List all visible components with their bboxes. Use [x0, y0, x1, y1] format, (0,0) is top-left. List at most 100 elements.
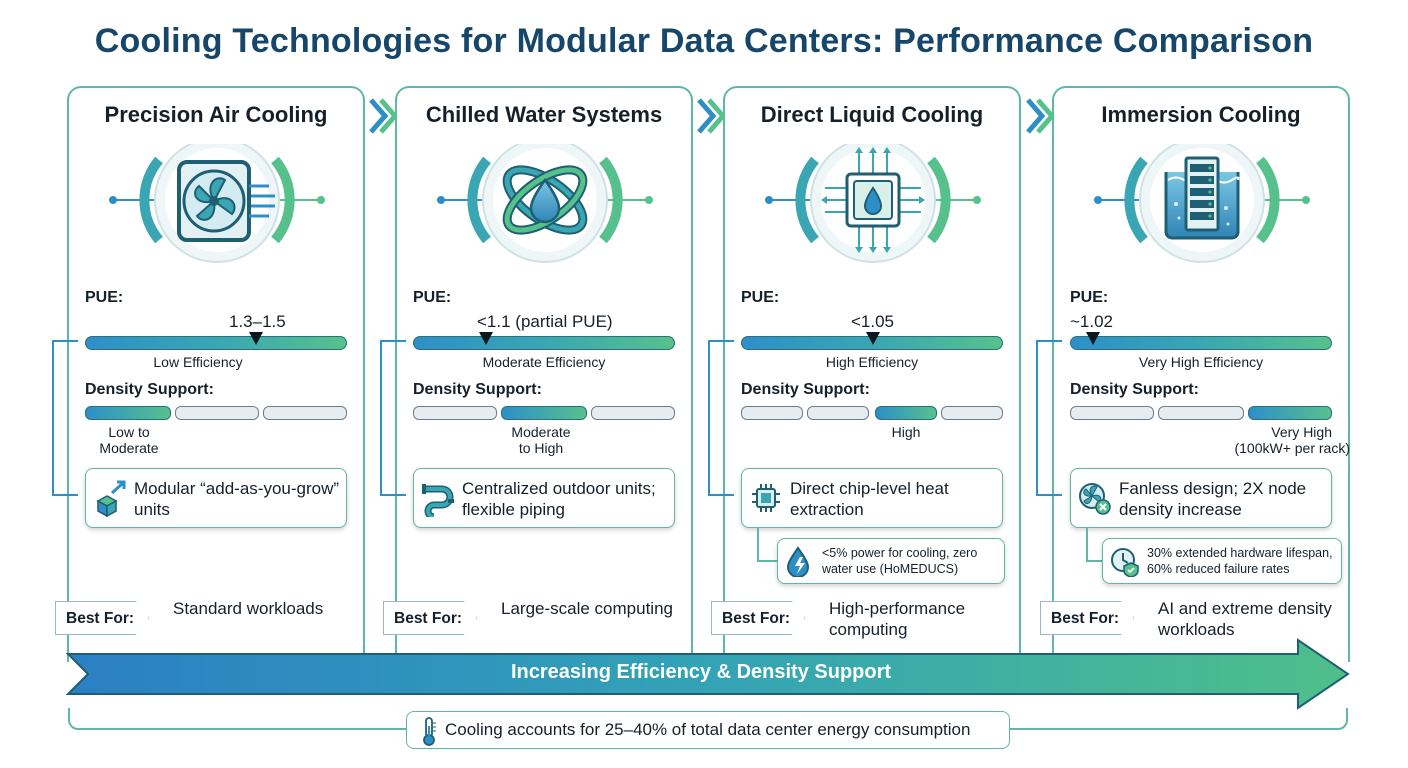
pue-value: <1.1 (partial PUE) — [477, 312, 613, 331]
feature-text: Direct chip-level heat extraction — [790, 479, 949, 519]
density-value-line-1: Low to — [108, 424, 150, 440]
fan-icon — [109, 144, 325, 263]
footer-note: Cooling accounts for 25–40% of total dat… — [406, 711, 1010, 749]
immersion-tank-icon — [1094, 144, 1310, 263]
sub-feature-card: <5% power for cooling, zero water use (H… — [777, 538, 1005, 584]
pue-label: PUE: — [85, 289, 124, 306]
density-value: High — [856, 424, 956, 440]
best-for-tag: Best For: — [383, 601, 477, 635]
density-value: Very High (100kW+ per rack) — [1206, 424, 1350, 456]
density-label: Density Support: — [85, 381, 214, 398]
sub-feature-connector — [1086, 528, 1102, 562]
pue-marker — [479, 332, 493, 345]
density-segment-2 — [1158, 406, 1244, 420]
density-value: Low to Moderate — [79, 424, 179, 456]
sub-feature-card: 30% extended hardware lifespan, 60% redu… — [1102, 538, 1342, 584]
density-segment-2 — [501, 406, 587, 420]
column-title: Immersion Cooling — [1101, 102, 1301, 127]
chevron-right-icon — [1026, 98, 1054, 134]
feature-text: Fanless design; 2X node density increase — [1119, 479, 1307, 519]
clock-shield-icon — [1111, 548, 1139, 577]
chevron-right-icon — [369, 98, 397, 134]
column-direct-liquid: Direct Liquid Cooling PUE: <1.05 High Ef… — [711, 86, 1021, 662]
pue-value: <1.05 — [851, 312, 895, 331]
modular-cubes-icon — [96, 480, 126, 517]
density-label: Density Support: — [741, 381, 870, 398]
density-segment-1 — [85, 406, 171, 420]
best-for-value: Large-scale computing — [501, 599, 673, 618]
density-segment-1 — [741, 406, 803, 420]
thermometer-icon — [423, 717, 436, 746]
best-for-tag: Best For: — [55, 601, 149, 635]
connector-column-3 — [708, 340, 734, 496]
piping-icon — [422, 484, 454, 517]
feature-text: Modular “add-as-you-grow” units — [134, 479, 340, 519]
best-for-label: Best For: — [394, 610, 463, 627]
connector-column-1 — [52, 340, 78, 496]
arrow-label: Increasing Efficiency & Density Support — [510, 661, 892, 683]
pue-label: PUE: — [741, 289, 780, 306]
density-segment-3 — [263, 406, 347, 420]
column-title: Precision Air Cooling — [104, 102, 328, 127]
column-chilled-water: Chilled Water Systems PUE: <1.1 (partial… — [383, 86, 693, 662]
best-for-tag: Best For: — [711, 601, 805, 635]
page-title: Cooling Technologies for Modular Data Ce… — [94, 22, 1314, 60]
density-segment-4 — [941, 406, 1003, 420]
chip-droplet-icon — [765, 144, 981, 263]
pue-label: PUE: — [1070, 289, 1109, 306]
connector-column-4 — [1036, 340, 1062, 496]
column-title: Chilled Water Systems — [425, 102, 663, 127]
best-for-label: Best For: — [722, 610, 791, 627]
feature-card: Direct chip-level heat extraction — [741, 468, 1003, 528]
density-value-line-2: to High — [518, 440, 564, 456]
density-value-line-1: High — [891, 424, 921, 440]
pue-marker — [249, 332, 263, 345]
pue-marker — [1086, 332, 1100, 345]
density-value-line-2: (100kW+ per rack) — [1234, 440, 1350, 456]
chevron-right-icon — [697, 98, 725, 134]
density-segment-3 — [591, 406, 675, 420]
pue-marker — [866, 332, 880, 345]
best-for-label: Best For: — [1051, 610, 1120, 627]
efficiency-label: High Efficiency — [825, 354, 919, 370]
best-for-value: AI and extreme density workloads — [1158, 599, 1332, 639]
footer-text: Cooling accounts for 25–40% of total dat… — [445, 720, 971, 739]
sub-feature-connector — [757, 528, 777, 562]
column-immersion: Immersion Cooling PUE: ~1.02 Very High E… — [1040, 86, 1350, 662]
density-value: Moderate to High — [491, 424, 591, 456]
efficiency-label: Very High Efficiency — [1138, 354, 1264, 370]
best-for-tag: Best For: — [1040, 601, 1134, 635]
chip-icon — [752, 484, 780, 512]
density-segment-2 — [175, 406, 259, 420]
density-label: Density Support: — [413, 381, 542, 398]
pue-label: PUE: — [413, 289, 452, 306]
sub-feature-text: 30% extended hardware lifespan, 60% redu… — [1147, 546, 1333, 576]
column-title: Direct Liquid Cooling — [760, 102, 984, 127]
feature-card: Modular “add-as-you-grow” units — [85, 468, 347, 528]
efficiency-label: Moderate Efficiency — [482, 354, 606, 370]
density-segment-3 — [1248, 406, 1332, 420]
best-for-value: High-performance computing — [829, 599, 966, 639]
best-for-value: Standard workloads — [173, 599, 324, 618]
pue-value: ~1.02 — [1070, 312, 1114, 331]
pue-bar — [85, 336, 347, 350]
efficiency-label: Low Efficiency — [153, 354, 243, 370]
density-segment-3 — [875, 406, 937, 420]
feature-card: Fanless design; 2X node density increase — [1070, 468, 1332, 528]
connector-column-2 — [380, 340, 406, 496]
density-segment-1 — [1070, 406, 1154, 420]
density-segment-1 — [413, 406, 497, 420]
pue-bar — [1070, 336, 1332, 350]
pue-bar — [413, 336, 675, 350]
density-label: Density Support: — [1070, 381, 1199, 398]
density-segment-2 — [807, 406, 869, 420]
density-value-line-2: Moderate — [99, 440, 159, 456]
best-for-label: Best For: — [66, 610, 135, 627]
feature-card: Centralized outdoor units; flexible pipi… — [413, 468, 675, 528]
pue-value: 1.3–1.5 — [229, 312, 286, 331]
column-precision-air: Precision Air Cooling PUE: 1.3–1.5 Low E… — [55, 86, 365, 662]
feature-text: Centralized outdoor units; flexible pipi… — [462, 479, 656, 519]
droplet-bolt-icon — [786, 546, 810, 577]
density-value-line-1: Very High — [1271, 424, 1332, 440]
fanless-icon — [1079, 483, 1111, 515]
